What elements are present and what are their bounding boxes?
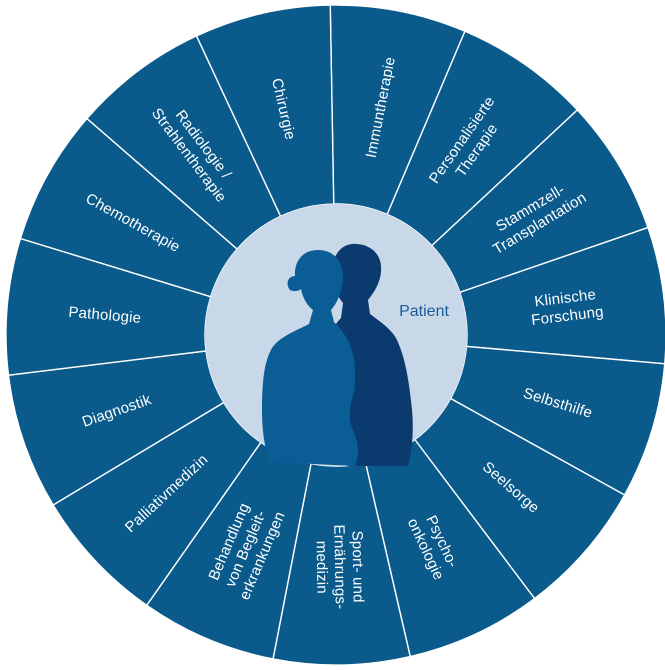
- segment-label-8: Sport- undErnährungs-medizin: [312, 524, 366, 610]
- segment-label-line: medizin: [313, 541, 331, 594]
- center-label: Patient: [399, 303, 449, 320]
- segment-label-line: Pathologie: [68, 304, 142, 327]
- segment-label-line: Ernährungs-: [330, 524, 348, 609]
- female-silhouette-icon: [262, 250, 358, 466]
- segment-label-line: Sport- und: [348, 530, 366, 602]
- segment-label-12: Pathologie: [68, 304, 142, 327]
- segment-ring: [5, 4, 665, 666]
- male-silhouette-icon: [332, 243, 413, 466]
